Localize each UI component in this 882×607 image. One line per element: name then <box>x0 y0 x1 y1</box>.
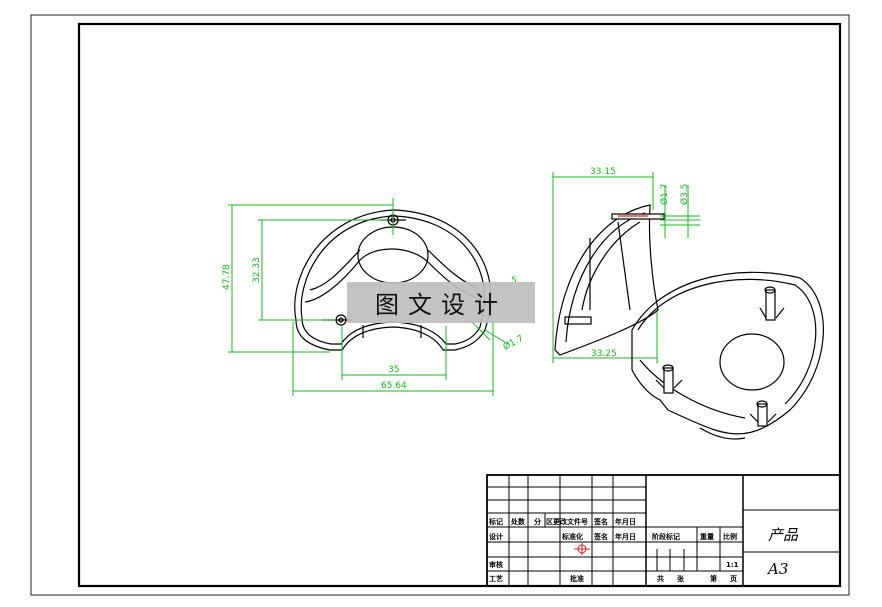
tb-sheji: 设计 <box>489 532 503 541</box>
dim-radius-partial: 5 <box>511 276 517 286</box>
top-view-dimensions <box>228 198 509 396</box>
tb-biaoji: 标记 <box>488 517 503 526</box>
outer-border <box>30 14 850 596</box>
dim-side-width-top: 33.15 <box>590 167 616 177</box>
tb-qianming2: 签名 <box>593 532 608 541</box>
tb-bili: 比例 <box>723 532 737 541</box>
side-view <box>554 204 665 356</box>
tb-chushu: 处数 <box>510 517 526 526</box>
tb-ratio: 1:1 <box>726 561 739 569</box>
dim-side-width-bottom: 33.25 <box>591 349 617 359</box>
tb-zhongliang: 重量 <box>700 532 714 541</box>
side-view-dimensions <box>552 172 700 363</box>
title-block <box>486 474 841 587</box>
isometric-view <box>631 271 824 440</box>
tb-zhang: 张 <box>677 574 685 583</box>
tb-pizhun: 批准 <box>570 574 584 583</box>
tb-sheet-size: A3 <box>766 560 788 578</box>
dim-width-inner: 35 <box>388 365 399 375</box>
tb-qianming: 签名 <box>593 517 608 526</box>
dim-height-outer: 47.78 <box>222 264 232 290</box>
tb-biaozhunhua: 标准化 <box>561 532 583 541</box>
watermark-text: 图文设计 <box>375 291 507 319</box>
drawing-frame <box>77 22 842 588</box>
tb-jieduan: 阶段标记 <box>652 532 680 541</box>
tb-nianyueri2: 年月日 <box>615 532 636 541</box>
dim-side-hole-large: Ø3.5 <box>679 184 690 205</box>
dim-hole-dia-top: Ø1.7 <box>501 333 525 353</box>
tb-shenhe: 审核 <box>489 560 503 569</box>
tb-gengai: 区更改文件号 <box>546 517 588 526</box>
dim-height-inner: 32.33 <box>252 257 262 283</box>
tb-di: 第 <box>710 574 717 583</box>
watermark-banner: 图文设计 <box>347 282 535 323</box>
tb-gong: 共 <box>657 574 664 583</box>
dim-width-outer: 65.64 <box>381 381 407 391</box>
tb-ye: 页 <box>730 575 737 583</box>
tb-part-name: 产品 <box>768 526 799 544</box>
tb-nianyueri: 年月日 <box>615 517 636 526</box>
dim-side-hole-small: Ø1.7 <box>659 184 670 205</box>
tb-gongyi: 工艺 <box>489 574 503 583</box>
tb-fenqu: 分 <box>534 517 541 526</box>
